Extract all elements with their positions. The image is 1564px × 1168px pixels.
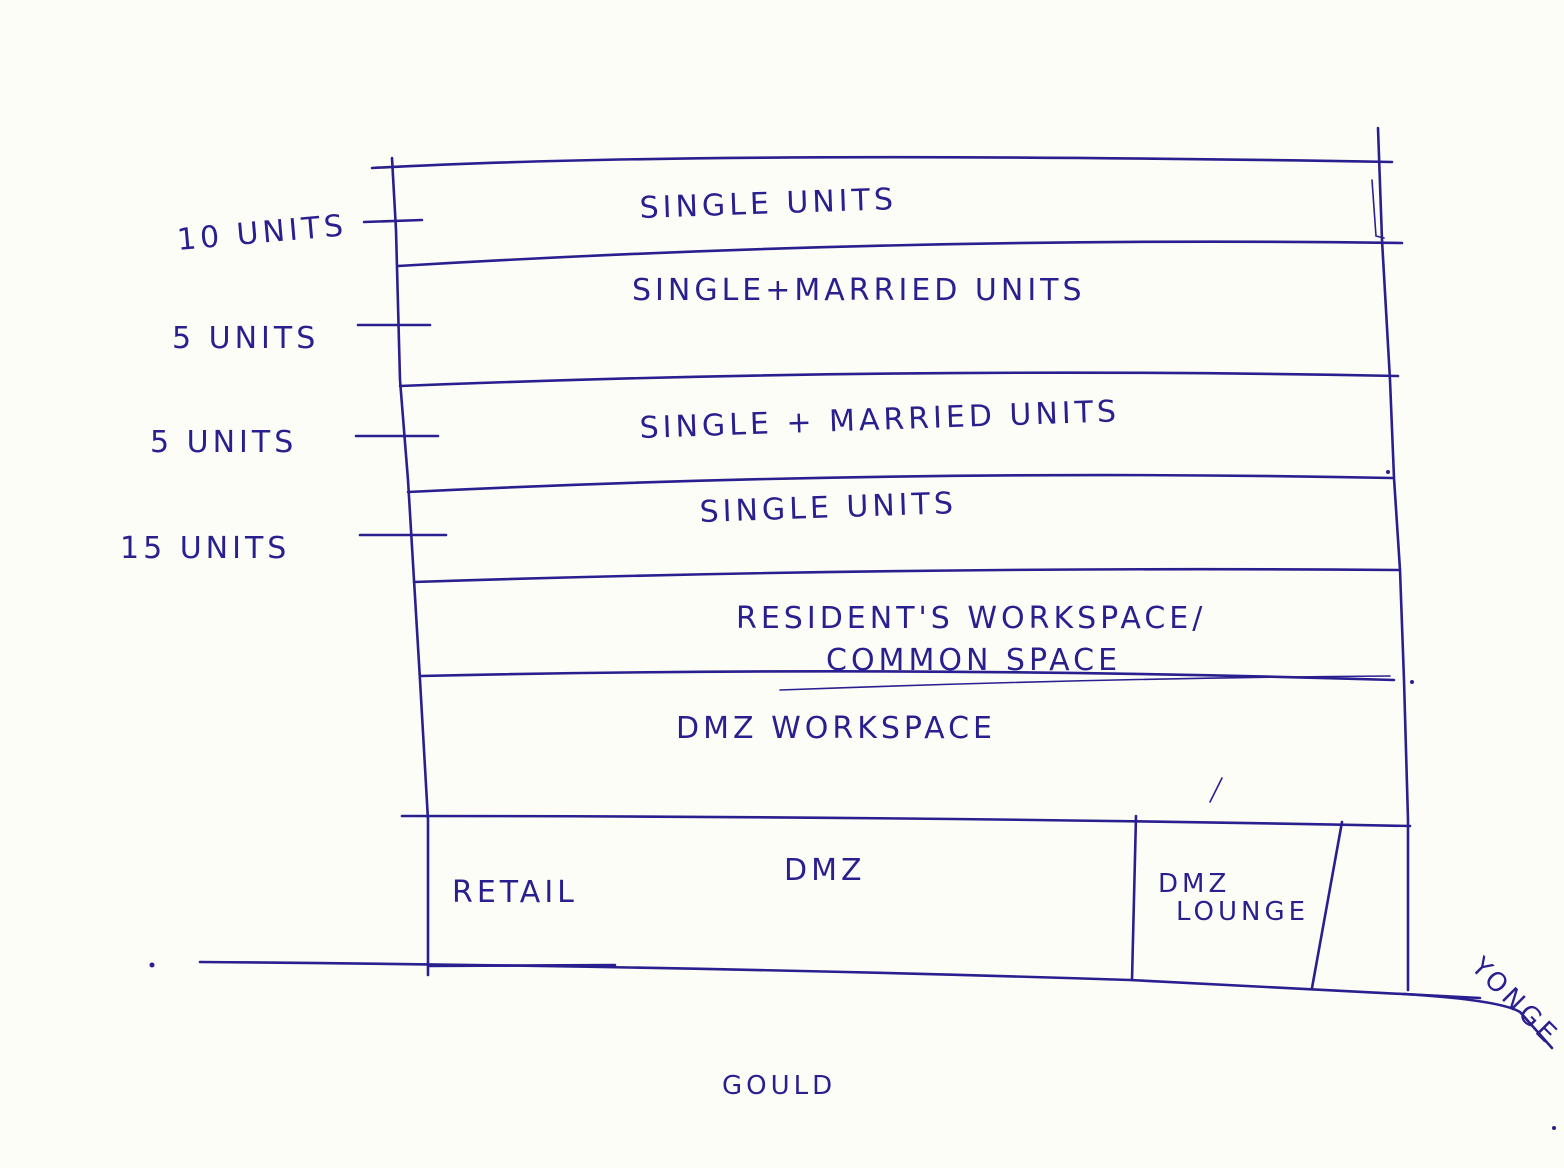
roof-line: [370, 155, 1394, 170]
unit-count-label: 15 UNITS: [120, 531, 290, 566]
floor-divider: [412, 567, 1400, 584]
left-wall: [390, 156, 430, 977]
floor-divider: [396, 240, 1404, 268]
building-outline: [370, 126, 1410, 992]
floor-label-3: SINGLE + MARRIED UNITS: [639, 394, 1121, 446]
unit-ticks: [354, 218, 448, 537]
floor-label-5a: RESIDENT'S WORKSPACE/: [736, 601, 1206, 636]
street-label-gould: GOULD: [722, 1071, 836, 1101]
floor-divider: [418, 670, 1396, 682]
floor-label-4: SINGLE UNITS: [699, 486, 957, 530]
unit-count-labels: 10 UNITS 5 UNITS 5 UNITS 15 UNITS: [120, 208, 348, 566]
street-labels: GOULD YONGE: [722, 951, 1564, 1101]
corner-line: [1402, 992, 1554, 1050]
right-wall: [1376, 126, 1410, 992]
floor-divider: [398, 371, 1400, 388]
lounge-label-line2: LOUNGE: [1176, 897, 1309, 927]
floor-label-5b: COMMON SPACE: [826, 643, 1121, 678]
floor-divider: [406, 473, 1394, 494]
ink-dot: [1552, 1126, 1556, 1130]
floor-labels: SINGLE UNITS SINGLE+MARRIED UNITS SINGLE…: [632, 182, 1206, 746]
ink-dot: [149, 962, 155, 968]
street-line: [198, 960, 1482, 1000]
floor-label-6: DMZ WORKSPACE: [676, 711, 996, 746]
ground-partitions: [1130, 777, 1344, 990]
ink-dot: [1410, 680, 1414, 684]
unit-count-label: 5 UNITS: [150, 425, 297, 460]
floor-divider: [400, 814, 1412, 828]
retail-label: RETAIL: [452, 875, 578, 910]
dmz-label: DMZ: [784, 853, 866, 888]
unit-tick: [362, 218, 424, 224]
lounge-left-wall: [1130, 814, 1138, 982]
lounge-right-wall: [1310, 820, 1344, 990]
unit-count-label: 5 UNITS: [172, 321, 319, 356]
floor-dividers: [396, 240, 1412, 828]
street: [149, 470, 1556, 1130]
ground-labels: RETAIL DMZ DMZ LOUNGE: [452, 853, 1309, 927]
ink-dot: [1386, 470, 1390, 474]
lounge-label-line1: DMZ: [1158, 869, 1230, 899]
unit-count-label: 10 UNITS: [176, 208, 349, 258]
floor-label-2: SINGLE+MARRIED UNITS: [632, 273, 1086, 308]
floor-label-1: SINGLE UNITS: [639, 182, 897, 226]
